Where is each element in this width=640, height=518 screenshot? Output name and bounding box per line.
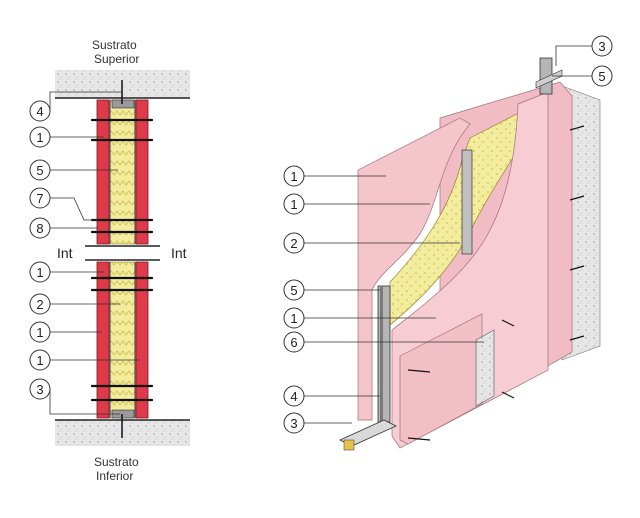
lower-front-board — [399, 313, 483, 445]
section-callout-8: 1 — [29, 321, 102, 343]
svg-text:3: 3 — [290, 416, 297, 431]
section-callout-3: 5 — [29, 159, 118, 181]
iso-callout-left-4: 5 — [283, 279, 380, 301]
section-callout-9: 1 — [29, 349, 140, 371]
top-substrate-label-line1: Sustrato — [92, 38, 137, 52]
svg-text:7: 7 — [36, 191, 43, 206]
screw-marks — [407, 125, 585, 441]
section-callout-6: 1 — [29, 261, 104, 283]
steel-studs — [339, 57, 563, 451]
iso-callout-left-2: 1 — [283, 193, 430, 215]
top-substrate-label-line2: Superior — [94, 52, 139, 66]
svg-text:2: 2 — [290, 236, 297, 251]
section-view: Sustrato Superior Sustrato Inferior Int … — [29, 38, 190, 483]
svg-text:8: 8 — [36, 221, 43, 236]
iso-callout-left-1: 1 — [283, 165, 386, 187]
svg-text:1: 1 — [36, 130, 43, 145]
iso-callout-left-3: 2 — [283, 232, 460, 254]
section-callout-4: 7 — [29, 187, 98, 221]
section-callout-5: 8 — [29, 217, 98, 239]
iso-callout-left-6: 6 — [283, 331, 484, 353]
svg-text:5: 5 — [36, 163, 43, 178]
bottom-substrate-label-line2: Inferior — [96, 469, 133, 483]
svg-text:3: 3 — [36, 382, 43, 397]
section-callout-10: 3 — [29, 378, 120, 415]
upper-wall-segment — [96, 99, 149, 245]
iso-callout-left-5: 1 — [283, 307, 436, 329]
screws — [90, 118, 154, 402]
svg-text:1: 1 — [36, 353, 43, 368]
svg-text:1: 1 — [290, 197, 297, 212]
iso-callout-right-1: 3 — [555, 35, 613, 66]
svg-text:1: 1 — [290, 169, 297, 184]
svg-text:1: 1 — [36, 265, 43, 280]
iso-callout-right-2: 5 — [552, 65, 613, 87]
svg-text:6: 6 — [290, 335, 297, 350]
iso-callout-left-8: 3 — [283, 412, 352, 434]
isometric-view: 3 5 1 1 2 5 1 — [283, 35, 613, 451]
section-callout-7: 2 — [29, 293, 120, 315]
section-callout-1: 4 — [29, 91, 122, 122]
section-callout-2: 1 — [29, 126, 104, 148]
svg-text:3: 3 — [598, 39, 605, 54]
concrete-insert — [475, 329, 495, 407]
lower-wall-segment — [96, 261, 149, 419]
iso-callout-left-7: 4 — [283, 385, 380, 407]
svg-text:2: 2 — [36, 297, 43, 312]
bottom-substrate-label-line1: Sustrato — [94, 455, 139, 469]
front-board — [357, 117, 471, 421]
svg-text:1: 1 — [36, 325, 43, 340]
int-label-left: Int — [57, 245, 73, 261]
svg-text:4: 4 — [36, 104, 43, 119]
svg-text:4: 4 — [290, 389, 297, 404]
svg-text:5: 5 — [598, 69, 605, 84]
svg-text:5: 5 — [290, 283, 297, 298]
int-label-right: Int — [171, 245, 187, 261]
svg-text:1: 1 — [290, 311, 297, 326]
